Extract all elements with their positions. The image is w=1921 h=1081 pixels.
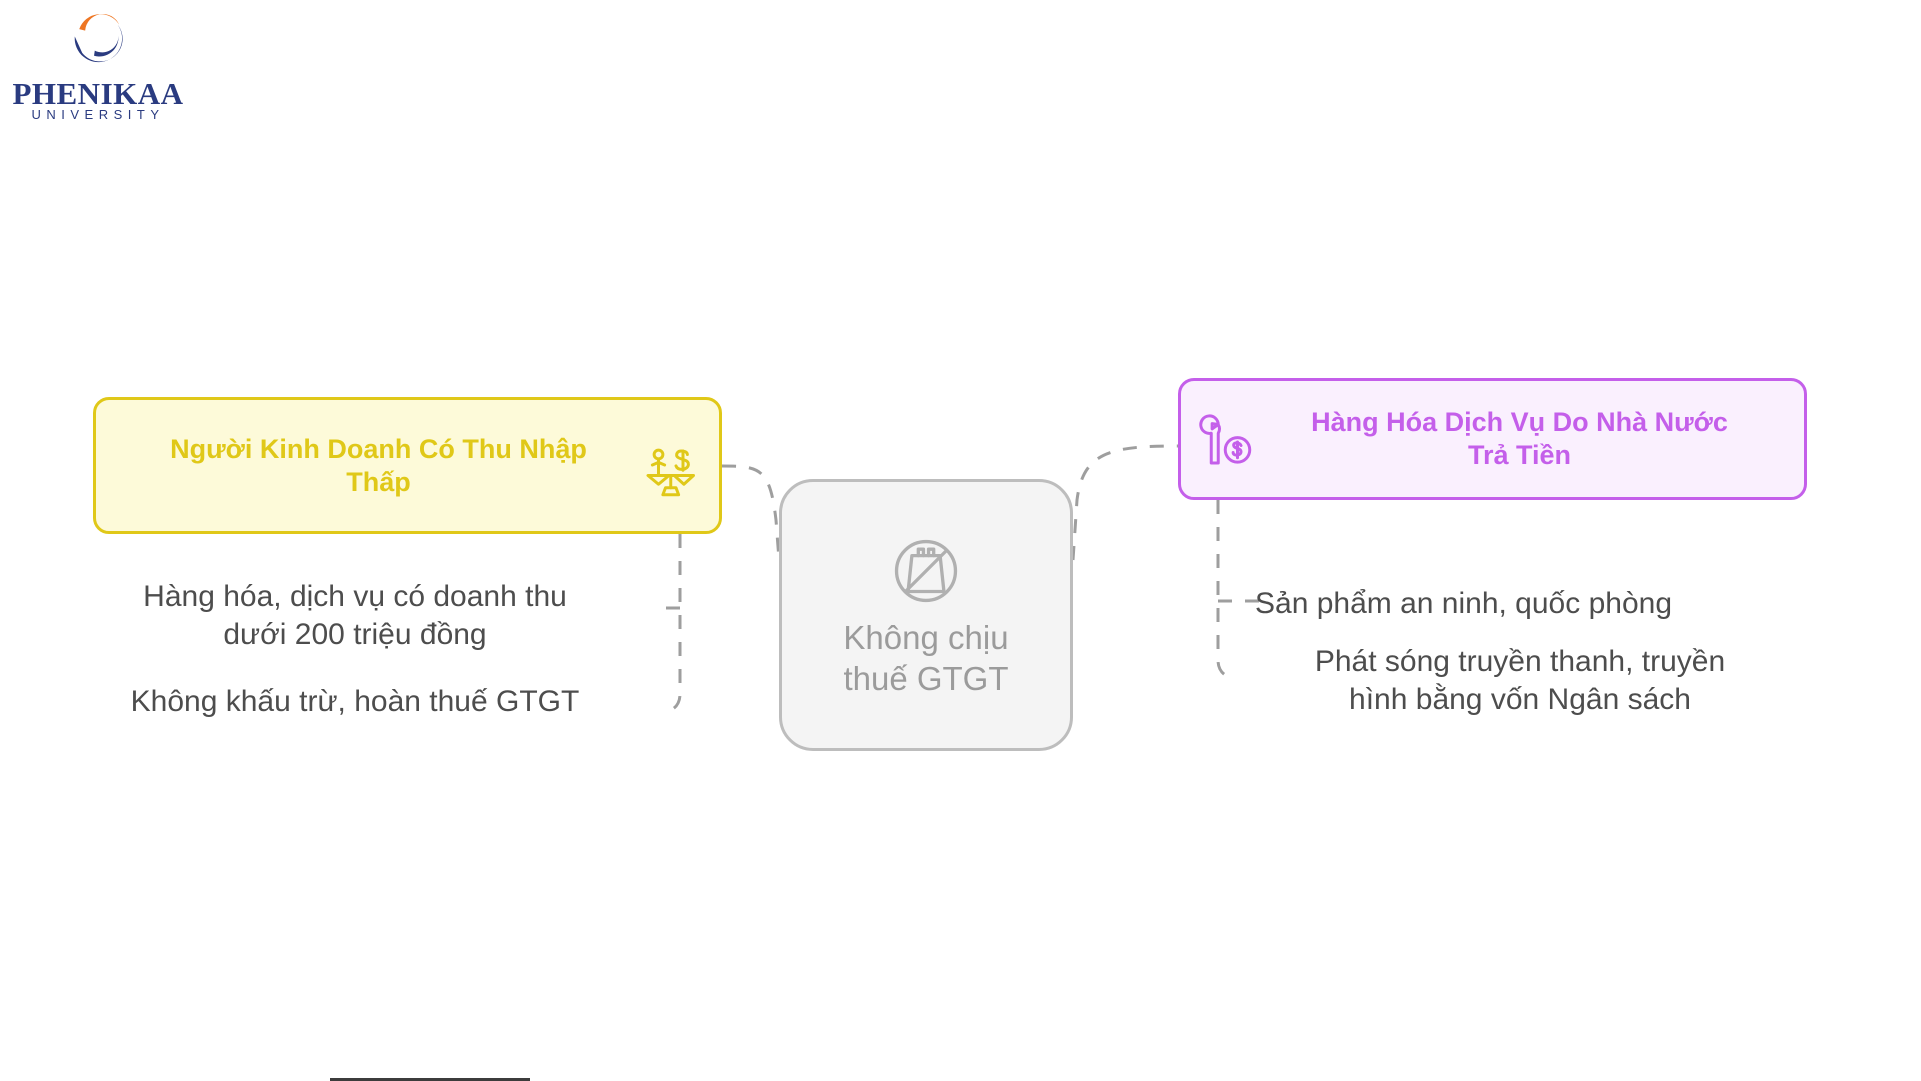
no-shopping-bag-icon (894, 539, 958, 603)
phenikaa-circle-swoosh-logo-icon (74, 13, 123, 63)
connector-right-branch-spine (1216, 500, 1237, 680)
phenikaa-logo: PHENIKAA UNIVERSITY (0, 0, 196, 130)
leaf-left-1: Hàng hóa, dịch vụ có doanh thu dưới 200 … (143, 580, 567, 652)
leaf-right-2: Phát sóng truyền thanh, truyền hình bằng… (1314, 645, 1726, 717)
branch-title-right: Hàng Hóa Dịch Vụ Do Nhà Nước Trả Tiền (1311, 407, 1728, 470)
center-node-non-taxable-vat[interactable]: Không chịu thuế GTGT (779, 479, 1073, 751)
bottom-edge-artifact (330, 1078, 530, 1081)
branch-node-low-income-business[interactable]: Người Kinh Doanh Có Thu Nhập Thấp (93, 397, 722, 534)
leaf-right-1: Sản phẩm an ninh, quốc phòng (1255, 587, 1672, 620)
connector-center-to-right-branch (1071, 444, 1179, 561)
branch-node-state-paid-goods-services[interactable]: Hàng Hóa Dịch Vụ Do Nhà Nước Trả Tiền (1178, 378, 1807, 500)
connector-center-to-left-branch (721, 464, 781, 561)
wrench-dollar-coin-icon (1199, 414, 1252, 465)
scale-person-money-icon (646, 448, 695, 497)
center-node-label: Không chịu thuế GTGT (843, 619, 1009, 697)
brand-subtitle: UNIVERSITY (31, 107, 165, 122)
branch-title-left: Người Kinh Doanh Có Thu Nhập Thấp (170, 433, 587, 497)
leaf-left-2: Không khấu trừ, hoàn thuế GTGT (130, 685, 580, 718)
brand-wordmark: PHENIKAA (12, 76, 184, 111)
connector-left-branch-spine (661, 534, 682, 714)
